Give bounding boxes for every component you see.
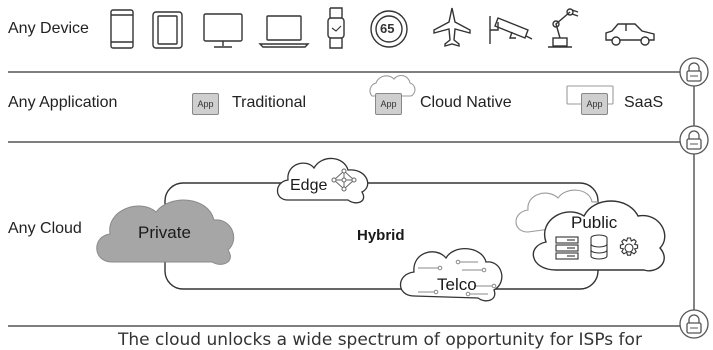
lock-icon [679, 309, 709, 339]
car-icon [605, 23, 655, 46]
row-label-application: Any Application [8, 94, 118, 111]
footer-text: The cloud unlocks a wide spectrum of opp… [118, 330, 642, 350]
app-badge-label: App [380, 99, 397, 109]
hybrid-label: Hybrid [357, 227, 405, 244]
lock-icon [679, 57, 709, 87]
server-rack-icon [555, 236, 579, 260]
telco-cloud-label: Telco [437, 275, 477, 294]
circuit-icon [418, 259, 497, 297]
public-cloud-label: Public [571, 213, 618, 232]
private-cloud-label: Private [138, 223, 191, 242]
database-icon [590, 234, 608, 260]
app-badge: App [192, 93, 219, 115]
app-badge-label: App [197, 99, 214, 109]
cloud-outline [369, 75, 416, 97]
row-label-device: Any Device [8, 20, 89, 37]
airplane-icon [433, 7, 471, 47]
app-badge-label: App [586, 99, 603, 109]
monitor-icon [203, 13, 243, 48]
app-badge: App [581, 93, 608, 115]
network-icon [331, 168, 357, 192]
robot-arm-icon [548, 8, 579, 48]
edge-cloud-label: Edge [290, 177, 328, 194]
security-camera-icon [489, 16, 533, 44]
thermostat-icon [370, 10, 408, 48]
private-cloud [96, 199, 235, 265]
app-saas-label: SaaS [624, 94, 664, 111]
row-label-cloud: Any Cloud [8, 220, 82, 237]
app-badge: App [375, 93, 402, 115]
lock-icon [679, 125, 709, 155]
gear-icon [619, 237, 639, 256]
laptop-icon [258, 15, 310, 48]
thermostat-value: 65 [380, 21, 395, 36]
app-traditional-label: Traditional [232, 94, 307, 111]
app-cloud-native-label: Cloud Native [420, 94, 512, 111]
phone-icon [110, 9, 134, 49]
tablet-icon [152, 11, 183, 49]
smartwatch-icon [327, 7, 345, 49]
